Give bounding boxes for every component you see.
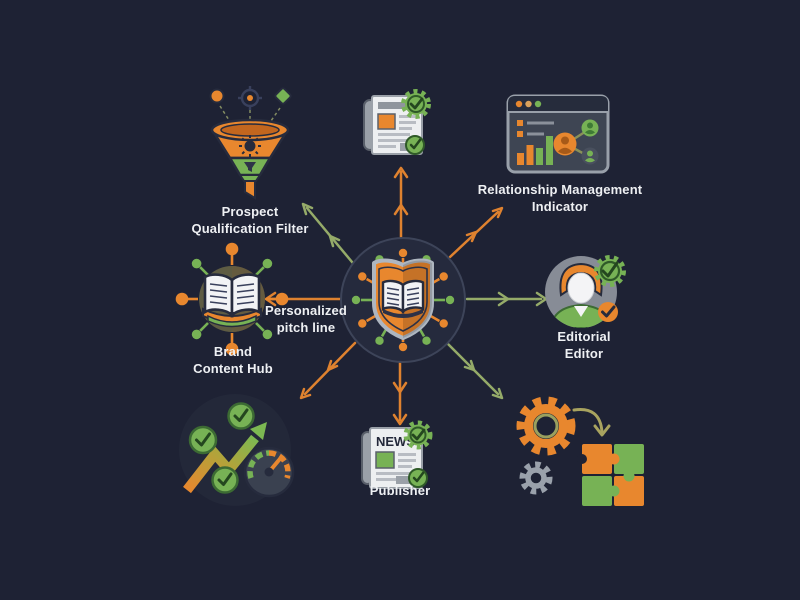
shield-book-icon xyxy=(340,237,466,363)
gears-puzzle-icon xyxy=(516,396,644,506)
sun-glyph-icon xyxy=(239,135,261,157)
arrow-head-icon xyxy=(250,422,267,440)
gear-large-icon xyxy=(516,396,576,456)
target-icon xyxy=(238,86,262,110)
user-network-icon xyxy=(553,119,599,165)
publisher-label: Publisher xyxy=(369,483,431,498)
gauge-icon xyxy=(243,446,295,498)
approved-seal-icon xyxy=(401,89,431,119)
editorial-editor-label: Editorial Editor xyxy=(557,329,611,362)
book-network-icon xyxy=(175,242,289,356)
check-badge-icon xyxy=(408,468,428,488)
arrow-southeast xyxy=(445,341,504,400)
gear-small-icon xyxy=(519,461,553,495)
pitch-line-label: Personalized pitch line xyxy=(265,303,347,336)
check-badge-icon xyxy=(227,402,255,430)
arrow-northwest xyxy=(301,202,359,270)
arrow-east xyxy=(465,291,548,307)
news-paper-icon: NEWS xyxy=(361,420,433,489)
growth-chart-icon xyxy=(179,394,295,506)
diamond-icon xyxy=(274,87,292,105)
funnel-glyph-icon xyxy=(244,162,256,172)
funnel-icon xyxy=(209,86,292,200)
check-badge-icon xyxy=(405,135,425,155)
puzzle-icon xyxy=(577,444,644,506)
arrow-north xyxy=(393,166,409,245)
approved-seal-icon xyxy=(403,420,433,450)
approved-seal-icon xyxy=(594,255,626,287)
hub-spokes-icon xyxy=(175,242,289,356)
check-badge-icon xyxy=(598,302,618,322)
lead-dot-icon xyxy=(209,88,225,104)
newspaper-approved-icon xyxy=(363,89,431,155)
arrow-south xyxy=(392,356,408,426)
window-dots-icon xyxy=(515,100,542,108)
check-badge-icon xyxy=(188,425,218,455)
relationship-indicator-label: Relationship Management Indicator xyxy=(477,182,643,215)
curved-arrow-icon xyxy=(572,407,611,437)
arrow-northeast xyxy=(448,206,504,259)
analytics-window-icon xyxy=(506,94,610,174)
bar-chart-icon xyxy=(517,136,553,165)
editor-avatar-icon xyxy=(545,255,626,328)
arrow-southwest xyxy=(299,341,357,400)
prospect-filter-label: Prospect Qualification Filter xyxy=(191,204,309,237)
check-badge-icon xyxy=(211,466,239,494)
brand-content-hub-label: Brand Content Hub xyxy=(193,344,273,377)
